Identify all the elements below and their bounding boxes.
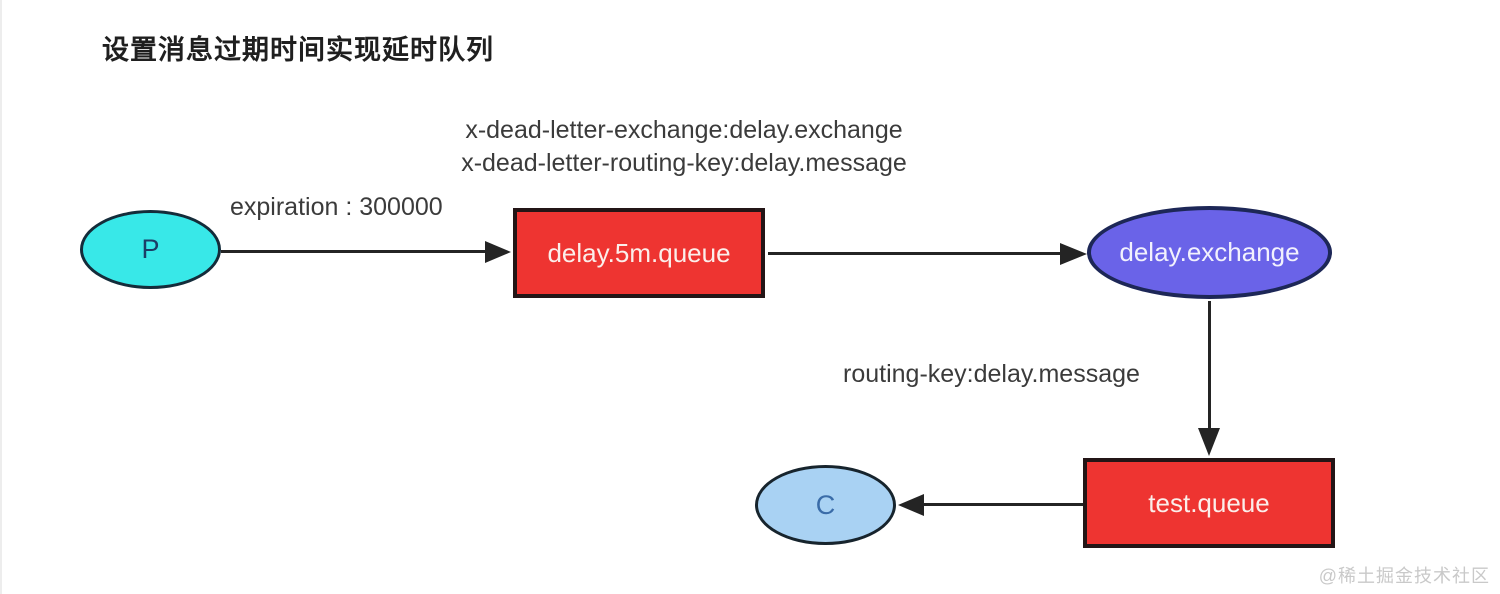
arrowhead-down-icon <box>1198 428 1220 456</box>
delay-queue-node: delay.5m.queue <box>513 208 765 298</box>
arrowhead-right-icon <box>1060 243 1087 265</box>
arrow-delay-queue-to-exchange <box>768 252 1060 255</box>
arrowhead-right-icon <box>485 241 511 263</box>
consumer-node: C <box>755 465 896 545</box>
delay-queue-label: delay.5m.queue <box>547 237 731 268</box>
dead-letter-routing-key-arg: x-dead-letter-routing-key:delay.message <box>461 149 907 177</box>
expiration-edge-label: expiration : 300000 <box>230 193 443 221</box>
test-queue-node: test.queue <box>1083 458 1335 548</box>
arrowhead-left-icon <box>898 494 924 516</box>
producer-label: P <box>141 234 160 264</box>
delay-exchange-node: delay.exchange <box>1087 206 1332 299</box>
consumer-label: C <box>815 489 836 520</box>
arrow-test-queue-to-consumer <box>922 503 1083 506</box>
arrow-producer-to-delay-queue <box>221 250 489 253</box>
dead-letter-exchange-arg: x-dead-letter-exchange:delay.exchange <box>465 116 903 144</box>
routing-key-edge-label: routing-key:delay.message <box>843 360 1140 388</box>
test-queue-label: test.queue <box>1148 487 1270 518</box>
producer-node: P <box>80 210 221 289</box>
arrow-exchange-to-test-queue <box>1208 301 1211 430</box>
delay-exchange-label: delay.exchange <box>1119 237 1300 267</box>
page-title: 设置消息过期时间实现延时队列 <box>102 35 494 65</box>
watermark: @稀土掘金技术社区 <box>1318 566 1490 586</box>
dead-letter-args-label: x-dead-letter-exchange:delay.exchange x-… <box>410 114 958 180</box>
